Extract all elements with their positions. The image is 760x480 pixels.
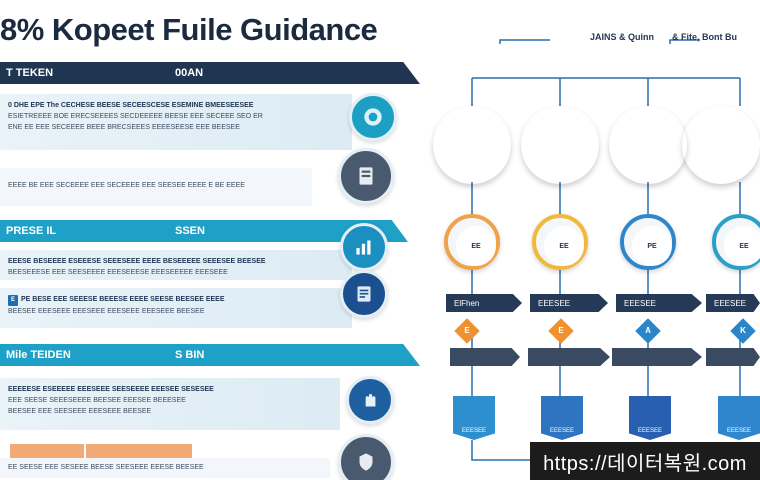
stage-3-caption: EEESEE xyxy=(632,152,663,161)
page-title: 8% Kopeet Fuile Guidance xyxy=(0,12,378,47)
shield-icon xyxy=(338,434,394,480)
highlight-bar-2 xyxy=(86,444,192,460)
file-icon xyxy=(338,148,394,204)
hand-icon xyxy=(346,376,394,424)
panel-1: 0 DHE EPE The CECHESE BEESE SECEESCESE E… xyxy=(0,94,352,150)
panel-5-line-3: BEESEE EEE SEESEEE EEESEEE BEESEE xyxy=(8,408,152,415)
progress-dial-3: PE xyxy=(620,214,676,270)
stage-1-code: 6A xyxy=(460,129,484,150)
panel-5-line-1: EEEEESE ESEEEEE EEESEEE SEESEEEE EEESEE … xyxy=(8,386,214,393)
panel-5-line-2: EEE SEESE SEEESEEEE BEESEE EEESEE BEEESE… xyxy=(8,397,186,404)
stage-1-caption: EEESE EEE xyxy=(452,152,492,161)
panel-3-line-1: EEESE BESEEEE ESEEESE SEEESEEE EEEE BESE… xyxy=(8,258,266,265)
connector-arrow-1 xyxy=(450,348,520,366)
step-arrow-3: EEESEE xyxy=(616,294,702,312)
panel-1-line-2: ESIETREEEE BOE ERECSEEEES SECDEEEEE BEES… xyxy=(8,113,263,120)
stage-3-code: Fh xyxy=(637,129,659,150)
section-band-2: PRESE IL SSEN xyxy=(0,220,408,242)
band-3-mid: S BIN xyxy=(175,349,205,361)
band-3-label: Mile TEIDEN xyxy=(6,349,71,361)
progress-dial-2: EE xyxy=(532,214,588,270)
section-band-3: Mile TEIDEN S BIN xyxy=(0,344,420,366)
step-arrow-2: EEESEE xyxy=(530,294,608,312)
chart-icon xyxy=(340,223,388,271)
stage-circle-4: BG EEESEEE xyxy=(682,106,760,184)
stage-2-caption: EEESEE E xyxy=(542,152,578,161)
droplet-icon xyxy=(349,93,397,141)
panel-6: EE SEESE EEE SESEEE BEESE SEESEEE EEESE … xyxy=(0,458,330,478)
connector-arrow-3 xyxy=(612,348,702,366)
progress-dial-4: EE xyxy=(712,214,760,270)
stage-4-code: BG xyxy=(707,129,735,150)
output-flag-2: EEESEE xyxy=(541,396,583,440)
stage-4-caption: EEESEEE xyxy=(703,152,738,161)
band-1-mid: 00AN xyxy=(175,67,204,79)
band-2-label: PRESE IL xyxy=(6,225,57,237)
stage-circle-1: 6A EEESE EEE xyxy=(433,106,511,184)
panel-5: EEEEESE ESEEEEE EEESEEE SEESEEEE EEESEE … xyxy=(0,378,340,430)
panel-1-line-3: ENE EE EEE SECEEEE BEEE BRECSEEES EEEESE… xyxy=(8,124,240,131)
connector-lines xyxy=(471,39,741,461)
stage-circle-3: Fh EEESEE xyxy=(609,106,687,184)
progress-dial-1: EE xyxy=(444,214,500,270)
step-arrow-4: EEESEE xyxy=(706,294,760,312)
diagram-top-label-1: JAINS & Quinn xyxy=(590,32,655,42)
panel-2: EEEE BE EEE SECEEEE EEE SECEEEE EEE SEES… xyxy=(0,168,312,206)
panel-4-line-2: BEESEE EEESEEE EEESEEE EEESEEE EEESEEE B… xyxy=(8,308,205,315)
step-arrow-1: ElFhen xyxy=(446,294,522,312)
connector-arrow-2 xyxy=(528,348,610,366)
watermark-banner: https://데이터복원.com xyxy=(530,442,760,480)
stage-2-code: 10I xyxy=(547,129,573,150)
highlight-bar-1 xyxy=(10,444,84,460)
band-1-label: T TEKEN xyxy=(6,67,54,79)
connector-arrow-4 xyxy=(706,348,760,366)
document-icon xyxy=(340,270,388,318)
panel-2-line-1: EEEE BE EEE SECEEEE EEE SECEEEE EEE SEES… xyxy=(8,182,245,189)
output-flag-1: EEESEE xyxy=(453,396,495,440)
panel-6-line-1: EE SEESE EEE SESEEE BEESE SEESEEE EEESE … xyxy=(8,464,204,471)
panel-3-line-2: BEESEEESE EEE SEESEEEE EEESEEESE EEESEEE… xyxy=(8,269,228,276)
band-2-mid: SSEN xyxy=(175,225,205,237)
section-band-1: T TEKEN 00AN xyxy=(0,62,420,84)
output-flag-3: EEESEE xyxy=(629,396,671,440)
output-flag-4: EEESEE xyxy=(718,396,760,440)
stage-circle-2: 10I EEESEE E xyxy=(521,106,599,184)
panel-3: EEESE BESEEEE ESEEESE SEEESEEE EEEE BESE… xyxy=(0,250,352,280)
panel-1-line-1: 0 DHE EPE The CECHESE BEESE SECEESCESE E… xyxy=(8,102,254,109)
diagram-top-label-2: & Fite, Bont Bu xyxy=(672,32,737,42)
